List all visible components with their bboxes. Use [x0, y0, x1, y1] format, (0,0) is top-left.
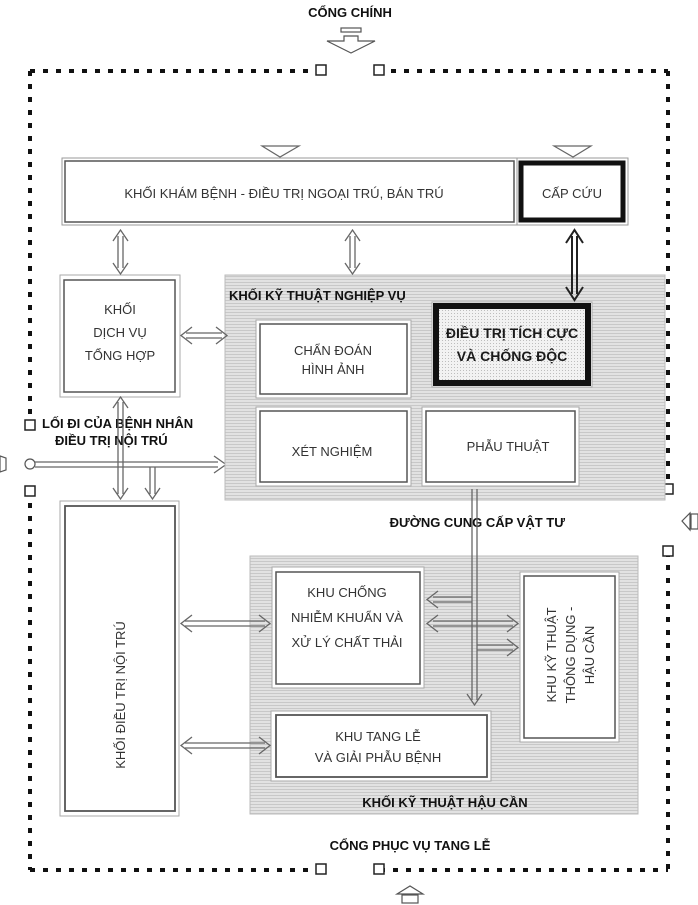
arrow-emergency-icu [565, 228, 584, 302]
entry-arrow-outpatient-icon [259, 145, 302, 158]
laboratory-block[interactable]: XÉT NGHIỆM [255, 406, 412, 487]
utilities-label-line1: KHU KỸ THUẬT [544, 607, 559, 702]
diagnostic-imaging-label-line2: HÌNH ẢNH [302, 362, 365, 377]
infection-control-label-line2: NHIỄM KHUẨN VÀ [291, 610, 403, 625]
funeral-gate-entry-arrow-icon [394, 885, 426, 904]
icu-label-line2: VÀ CHỐNG ĐỘC [457, 347, 567, 364]
inpatient-path-label-line2: ĐIỀU TRỊ NỘI TRÚ [55, 433, 168, 448]
arrow-inpatient-infection-control [179, 614, 272, 633]
technical-services-group-title: KHỐI KỸ THUẬT NGHIỆP VỤ [229, 288, 406, 303]
utilities-block[interactable]: KHU KỸ THUẬT THÔNG DỤNG - HẬU CẦN [519, 571, 620, 743]
diagnostic-imaging-label-line1: CHẨN ĐOÁN [294, 343, 372, 358]
arrow-path-to-inpatient [144, 467, 161, 501]
surgery-block[interactable]: PHẪU THUẬT [421, 406, 580, 487]
arrow-outpatient-technical [344, 228, 361, 276]
general-services-label-line2: DỊCH VỤ [93, 325, 146, 340]
supply-road-arrow-icon [681, 511, 698, 532]
infection-control-block[interactable]: KHU CHỐNG NHIỄM KHUẨN VÀ XỬ LÝ CHẤT THẢI [271, 566, 425, 689]
inpatient-block[interactable]: KHỐI ĐIỀU TRỊ NỘI TRÚ [59, 500, 180, 817]
icu-label-line1: ĐIỀU TRỊ TÍCH CỰC [446, 325, 578, 341]
arrow-general-services-inpatient [112, 395, 129, 501]
arrow-supply-trunk [425, 489, 520, 707]
funeral-gate-label: CỔNG PHỤC VỤ TANG LỄ [330, 838, 491, 853]
arrow-general-services-technical [179, 326, 229, 345]
entry-arrow-emergency-icon [551, 145, 594, 158]
infection-control-label-line3: XỬ LÝ CHẤT THẢI [291, 635, 402, 650]
utilities-label-line3: HẬU CẦN [582, 626, 597, 685]
logistics-group-title: KHỐI KỸ THUẬT HẬU CẦN [362, 795, 527, 810]
outpatient-block[interactable]: KHỐI KHÁM BỆNH - ĐIỀU TRỊ NGOẠI TRÚ, BÁN… [61, 157, 518, 226]
arrow-inpatient-morgue [179, 736, 272, 755]
general-services-block[interactable]: KHỐI DỊCH VỤ TỔNG HỢP [59, 274, 181, 398]
infection-control-label-line1: KHU CHỐNG [307, 585, 386, 600]
emergency-block[interactable]: CẤP CỨU [516, 157, 629, 226]
general-services-label-line1: KHỐI [104, 302, 136, 317]
laboratory-label: XÉT NGHIỆM [292, 444, 373, 459]
outpatient-block-label: KHỐI KHÁM BỆNH - ĐIỀU TRỊ NGOẠI TRÚ, BÁN… [124, 186, 443, 201]
morgue-label-line1: KHU TANG LỄ [335, 729, 421, 744]
inpatient-block-label: KHỐI ĐIỀU TRỊ NỘI TRÚ [113, 621, 128, 769]
diagnostic-imaging-block[interactable]: CHẨN ĐOÁN HÌNH ẢNH [255, 319, 412, 399]
emergency-block-label: CẤP CỨU [542, 186, 602, 201]
arrow-outpatient-general-services [112, 228, 129, 276]
icu-block[interactable]: ĐIỀU TRỊ TÍCH CỰC VÀ CHỐNG ĐỘC [431, 301, 593, 388]
morgue-label-line2: VÀ GIẢI PHẪU BỆNH [315, 750, 441, 765]
general-services-label-line3: TỔNG HỢP [85, 348, 155, 363]
site-boundary [28, 69, 670, 872]
inpatient-path-entry-icon [0, 455, 36, 473]
inpatient-path-arrow [35, 455, 228, 474]
gate-posts [24, 64, 674, 875]
main-gate-entry-arrow-icon [326, 27, 376, 54]
utilities-label-line2: THÔNG DỤNG - [563, 607, 578, 704]
surgery-label: PHẪU THUẬT [467, 439, 550, 454]
morgue-block[interactable]: KHU TANG LỄ VÀ GIẢI PHẪU BỆNH [270, 710, 492, 782]
main-gate-label: CỔNG CHÍNH [308, 5, 392, 20]
